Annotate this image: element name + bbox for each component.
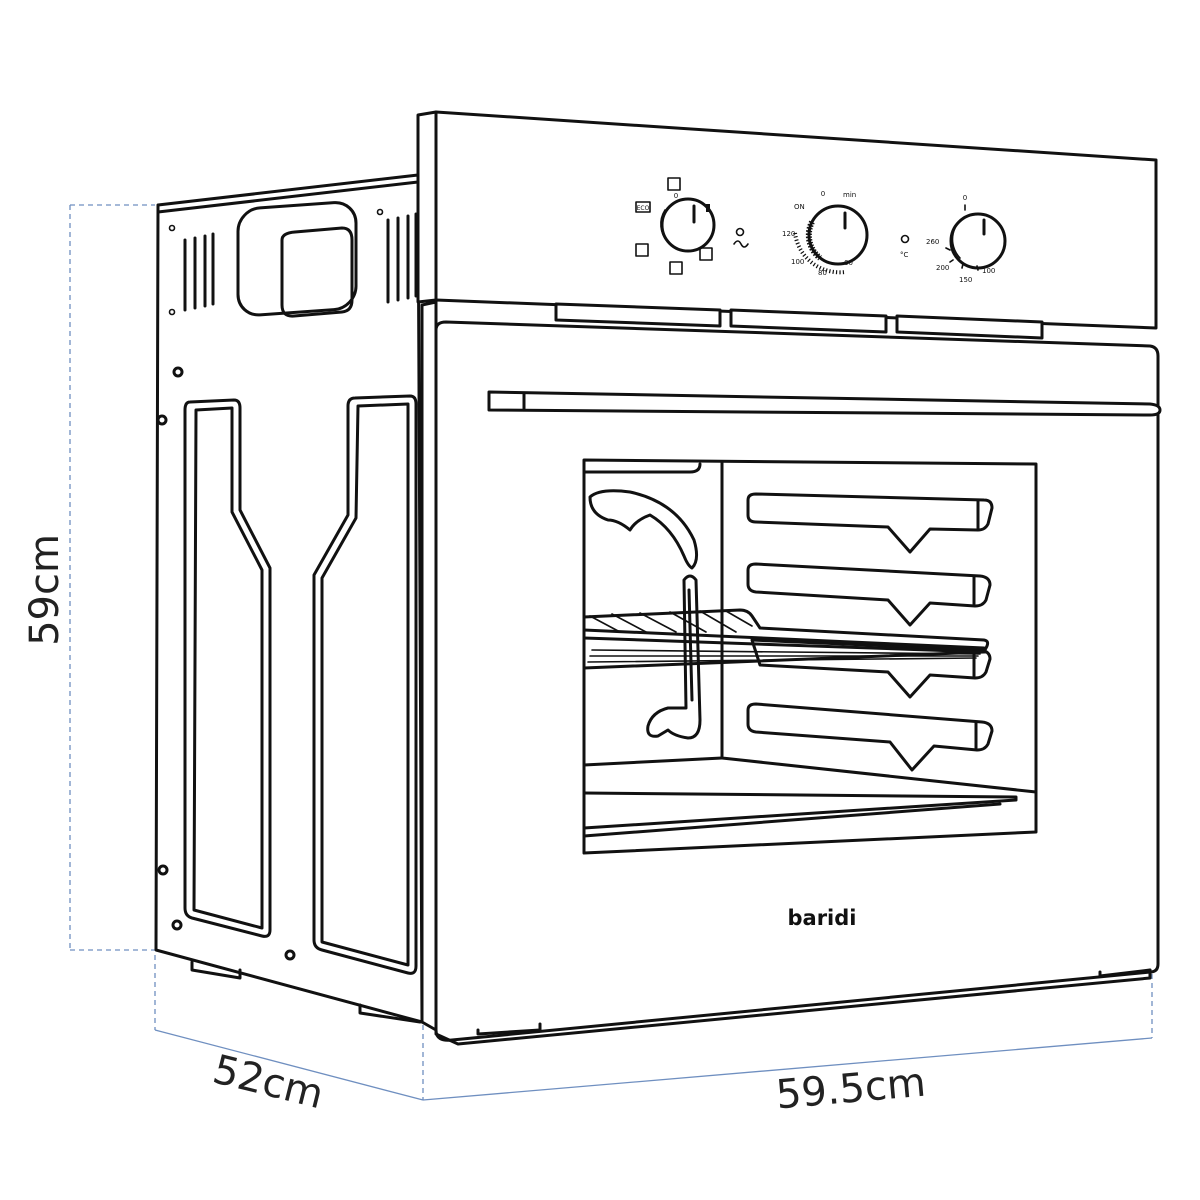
brand-logo: baridi [788,906,857,930]
timer-scale: 0 min ON 120 100 80 60 [782,190,856,277]
function-knob[interactable] [660,197,716,253]
temp-label-260: 260 [926,238,939,246]
side-panel [154,173,436,1024]
thermostat-indicator-icon: °C [900,234,910,259]
height-label: 59cm [22,534,68,646]
temp-label-0: 0 [963,194,967,202]
timer-label-60: 60 [844,259,853,267]
depth-dimension-line [154,1029,424,1101]
function-knob-symbols: 0 ECO [635,177,713,275]
width-dimension-line [422,1037,1153,1101]
timer-label-on: ON [794,203,805,211]
control-panel [416,110,1158,340]
power-indicator-icon [733,227,749,248]
top-heat-icon [635,243,649,257]
door-handle[interactable] [487,390,1162,417]
timer-knob[interactable] [805,204,869,266]
grill-icon [669,261,683,275]
timer-label-80: 80 [818,269,827,277]
timer-label-0: 0 [821,190,825,198]
eco-icon [635,201,651,213]
timer-label-min: min [843,191,856,199]
shelf-rail-2 [746,562,992,627]
temperature-knob[interactable] [949,212,1007,270]
temp-label-150: 150 [959,276,972,284]
dimension-lines [69,204,1153,1101]
temp-label-200: 200 [936,264,949,272]
fan-oven-icon [699,247,713,261]
timer-label-120: 120 [782,230,795,238]
temp-symbol: °C [900,251,909,259]
timer-label-100: 100 [791,258,804,266]
bottom-heat-icon [706,204,710,212]
temperature-scale: 0 260 200 150 100 [926,194,995,284]
depth-label: 52cm [208,1047,328,1119]
eco-label: ECO [637,205,650,212]
temp-label-100: 100 [982,267,995,275]
wire-rack[interactable] [582,608,990,670]
shelf-rail-4 [746,702,994,772]
shelf-rail-1 [746,492,994,554]
oven-light-icon [667,177,681,191]
function-zero-label: 0 [674,192,678,200]
